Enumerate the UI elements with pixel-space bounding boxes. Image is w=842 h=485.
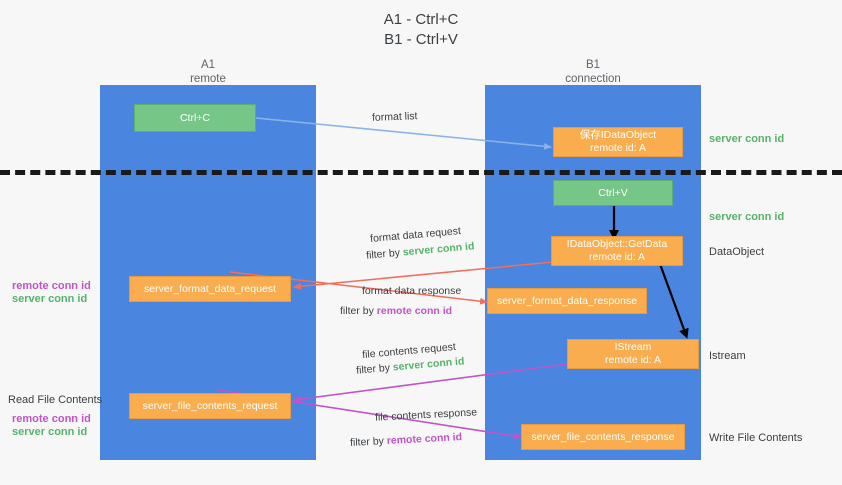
title-line-1: A1 - Ctrl+C [383, 11, 459, 28]
node-istream-line2: remote id: A [604, 354, 662, 366]
node-server-format-data-response[interactable]: server_format_data_response [487, 288, 647, 314]
side-label-server-conn-bottom: server conn id [12, 426, 88, 438]
edge-label-format-data-response-filter: filter by remote conn id [340, 304, 452, 318]
side-label-server-conn-mid: server conn id [709, 211, 785, 223]
node-istream[interactable]: IStream remote id: A [567, 339, 699, 369]
node-ctrl-v[interactable]: Ctrl+V [553, 180, 673, 206]
diagram-title: A1 - Ctrl+C B1 - Ctrl+V [0, 10, 842, 50]
side-label-remote-conn-bottom: remote conn id [12, 413, 91, 425]
side-label-read-file-contents: Read File Contents [8, 394, 103, 406]
filter-value-remote-conn-2: remote conn id [386, 431, 463, 447]
edge-label-format-list: format list [371, 110, 418, 124]
filter-value-server-conn-1: server conn id [402, 240, 475, 259]
side-label-remote-conn-mid: remote conn id [12, 280, 91, 292]
edge-label-file-contents-response-filter: filter by remote conn id [350, 430, 463, 450]
node-save-idataobject[interactable]: 保存IDataObject remote id: A [553, 127, 683, 157]
lane-b1-name: B1 [585, 59, 601, 71]
node-server-file-contents-response-label: server_file_contents_response [531, 430, 675, 443]
filter-value-remote-conn-1: remote conn id [376, 305, 453, 317]
filter-prefix-2: filter by [340, 305, 377, 317]
filter-prefix-3: filter by [355, 361, 394, 377]
lane-header-a1: A1 remote [100, 58, 316, 86]
edge-label-file-contents-response: file contents response [374, 406, 478, 424]
filter-prefix-4: filter by [349, 435, 388, 449]
lane-a1-sub: remote [190, 73, 226, 85]
lane-header-b1: B1 connection [485, 58, 701, 86]
node-server-format-data-request-label: server_format_data_request [144, 282, 276, 295]
side-label-dataobject: DataObject [709, 246, 765, 258]
node-ctrl-c[interactable]: Ctrl+C [134, 104, 256, 132]
node-server-file-contents-response[interactable]: server_file_contents_response [521, 424, 685, 450]
node-server-format-data-request[interactable]: server_format_data_request [129, 276, 291, 302]
node-server-file-contents-request-label: server_file_contents_request [142, 399, 278, 412]
lane-a1-name: A1 [200, 59, 216, 71]
node-getdata[interactable]: IDataObject::GetData remote id: A [551, 236, 683, 266]
node-getdata-line1: IDataObject::GetData [566, 238, 668, 250]
edge-label-format-data-response: format data response [362, 285, 462, 297]
node-ctrl-c-label: Ctrl+C [179, 111, 211, 124]
filter-prefix-1: filter by [365, 246, 404, 262]
node-getdata-line2: remote id: A [588, 251, 646, 263]
lane-b1-sub: connection [565, 73, 621, 85]
node-istream-line1: IStream [614, 341, 652, 353]
node-ctrl-v-label: Ctrl+V [598, 186, 628, 199]
side-label-server-conn-left-mid: server conn id [12, 293, 88, 305]
side-label-server-conn-top: server conn id [709, 133, 785, 145]
node-server-format-data-response-label: server_format_data_response [496, 294, 638, 307]
node-save-idataobject-line1: 保存IDataObject [579, 129, 657, 141]
title-line-2: B1 - Ctrl+V [384, 31, 458, 48]
side-label-write-file-contents: Write File Contents [709, 432, 803, 444]
node-server-file-contents-request[interactable]: server_file_contents_request [129, 393, 291, 419]
node-save-idataobject-line2: remote id: A [589, 142, 647, 154]
phase-divider [0, 170, 842, 175]
side-label-istream: Istream [709, 350, 746, 362]
